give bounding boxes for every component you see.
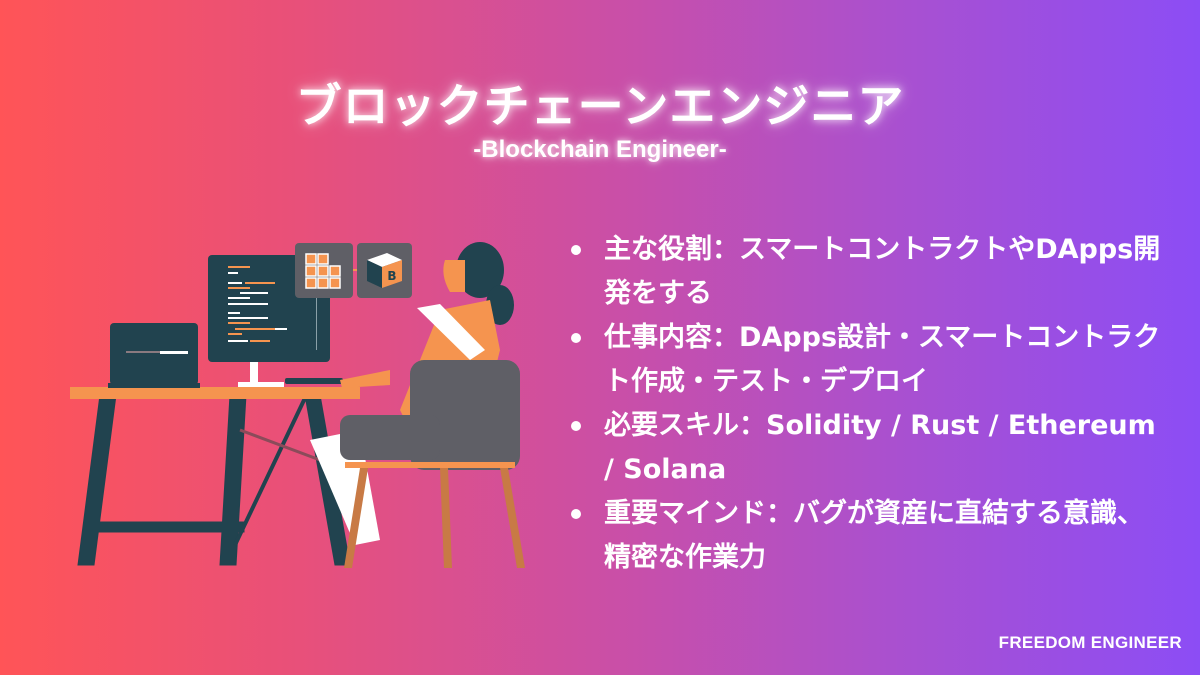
desk-icon xyxy=(77,394,351,566)
keyboard-icon xyxy=(285,378,343,384)
list-item: 必要スキル：Solidity / Rust / Ethereum / Solan… xyxy=(568,404,1168,492)
bullet-icon xyxy=(571,509,581,519)
list-item: 仕事内容：DApps設計・スマートコントラクト作成・テスト・デプロイ xyxy=(568,316,1168,404)
svg-text:B: B xyxy=(387,269,396,283)
page-subtitle: -Blockchain Engineer- xyxy=(473,136,727,163)
desk-top xyxy=(70,387,360,399)
blockchain-cubes-icon xyxy=(295,243,353,298)
engineer-illustration: B xyxy=(70,242,525,568)
feature-list: 主な役割：スマートコントラクトやDApps開発をする 仕事内容：DApps設計・… xyxy=(568,228,1168,580)
bullet-icon xyxy=(571,421,581,431)
brand-logo-text: FREEDOM ENGINEER xyxy=(998,633,1182,652)
bitcoin-block-icon: B xyxy=(357,243,412,298)
bullet-icon xyxy=(571,333,581,343)
laptop-icon xyxy=(108,323,200,388)
page-title: ブロックチェーンエンジニア xyxy=(295,79,905,133)
list-item: 重要マインド：バグが資産に直結する意識、精密な作業力 xyxy=(568,492,1168,580)
chair-icon xyxy=(340,360,525,568)
bullet-icon xyxy=(571,245,581,255)
list-item: 主な役割：スマートコントラクトやDApps開発をする xyxy=(568,228,1168,316)
